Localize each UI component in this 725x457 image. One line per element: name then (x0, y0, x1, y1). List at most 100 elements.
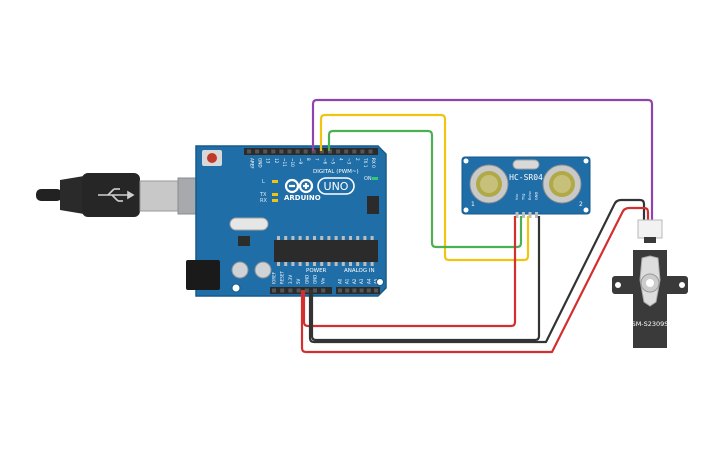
header-hole[interactable] (311, 149, 316, 154)
analog-pin-label: A2 (352, 278, 357, 284)
header-hole[interactable] (279, 149, 284, 154)
chip-leg (341, 236, 345, 240)
power-pin-label: 3.3V (288, 275, 293, 284)
analog-pin-label: A0 (338, 278, 343, 284)
led-l-label: L (262, 179, 265, 185)
chip-leg (298, 262, 302, 266)
digital-pin-label: TX 1 (363, 157, 368, 168)
digital-pin-label: AREF (250, 158, 255, 169)
header-hole[interactable] (247, 149, 251, 154)
uno-badge (317, 177, 355, 195)
digital-pin-label: ~3 (347, 158, 352, 165)
digital-pin-label: ~6 (322, 158, 327, 165)
led-tx-label: TX (259, 192, 267, 198)
wire-black-servo[interactable] (308, 198, 646, 344)
power-pin-label: Vin (321, 277, 326, 284)
servo-horn-icon (639, 255, 661, 307)
digital-header (244, 148, 378, 155)
usb-icon (98, 188, 135, 202)
chip-leg (334, 236, 338, 240)
arduino-logo-icon (284, 178, 314, 194)
sensor-pin-label: GND (535, 192, 539, 200)
chip-leg (313, 262, 316, 266)
sensor-mount-hole (463, 158, 469, 164)
chip-leg (291, 262, 295, 266)
header-hole[interactable] (295, 149, 300, 154)
uno-badge-text: UNO (324, 180, 349, 193)
wire-red-servo[interactable] (300, 206, 650, 354)
header-hole[interactable] (271, 149, 276, 154)
sensor-pin[interactable] (522, 212, 525, 218)
header-hole[interactable] (360, 149, 365, 154)
wire-red-power[interactable] (302, 216, 517, 328)
wire-yellow[interactable] (319, 113, 530, 262)
header-hole[interactable] (344, 149, 349, 154)
digital-pin-label: 2 (355, 158, 360, 161)
header-hole[interactable] (296, 288, 301, 293)
servo-motor[interactable]: SM-S2309S (612, 219, 688, 348)
chip-leg (305, 262, 309, 266)
header-hole[interactable] (255, 149, 260, 154)
servo-flange-hole (615, 282, 621, 288)
sensor-crystal (512, 159, 540, 170)
header-hole[interactable] (272, 288, 276, 293)
chip-legs-top (277, 236, 374, 240)
sensor-pin[interactable] (535, 212, 538, 218)
header-hole[interactable] (328, 149, 332, 154)
sensor-pin-label: Trig (522, 194, 526, 201)
header-hole[interactable] (313, 288, 317, 293)
digital-pin-label: ~9 (298, 158, 303, 165)
usb-cable[interactable] (36, 173, 221, 217)
chip-leg (349, 236, 352, 240)
small-chip (238, 236, 250, 246)
header-hole[interactable] (287, 149, 292, 154)
capacitor-right (254, 261, 272, 279)
digital-pin-label: GND (258, 158, 263, 168)
header-hole[interactable] (321, 288, 326, 293)
power-pin-label: GND (313, 275, 318, 284)
header-hole[interactable] (263, 149, 268, 154)
sensor-mark-right: 2 (579, 201, 583, 208)
analog-pin-label: A3 (359, 278, 364, 284)
header-hole[interactable] (368, 149, 373, 154)
digital-pin-label: ~11 (282, 158, 287, 167)
header-hole[interactable] (374, 288, 378, 293)
header-hole[interactable] (366, 288, 371, 293)
wire-green[interactable] (327, 129, 523, 249)
crystal-oscillator (229, 217, 269, 231)
digital-pin-label: 13 (266, 158, 271, 164)
power-pin-label: RESET (280, 271, 285, 284)
header-hole[interactable] (288, 288, 293, 293)
header-hole[interactable] (304, 288, 309, 293)
chip-leg (298, 236, 302, 240)
header-hole[interactable] (359, 288, 364, 293)
header-hole[interactable] (303, 149, 308, 154)
analog-pin-label: A5 (374, 278, 379, 284)
header-hole[interactable] (280, 288, 285, 293)
sensor-pin[interactable] (528, 212, 532, 218)
digital-pin-label: ~10 (290, 158, 295, 167)
chip-leg (277, 262, 280, 266)
header-hole[interactable] (345, 288, 350, 293)
chip-leg (370, 236, 374, 240)
sensor-pin-label: Vcc (515, 194, 519, 200)
header-hole[interactable] (352, 149, 357, 154)
header-hole[interactable] (319, 149, 324, 154)
led-l (272, 180, 278, 183)
chip-leg (284, 236, 288, 240)
sensor-pin[interactable] (515, 212, 519, 218)
header-hole[interactable] (352, 288, 357, 293)
chip-leg (327, 236, 331, 240)
analog-pin-label: A4 (366, 278, 371, 284)
header-hole[interactable] (338, 288, 342, 293)
reset-button-cap[interactable] (207, 153, 217, 163)
wire-purple[interactable] (311, 98, 654, 222)
analog-pin-label: A1 (345, 278, 350, 284)
wire-black-gnd[interactable] (310, 216, 541, 342)
header-hole[interactable] (336, 149, 341, 154)
chip-leg (320, 236, 324, 240)
